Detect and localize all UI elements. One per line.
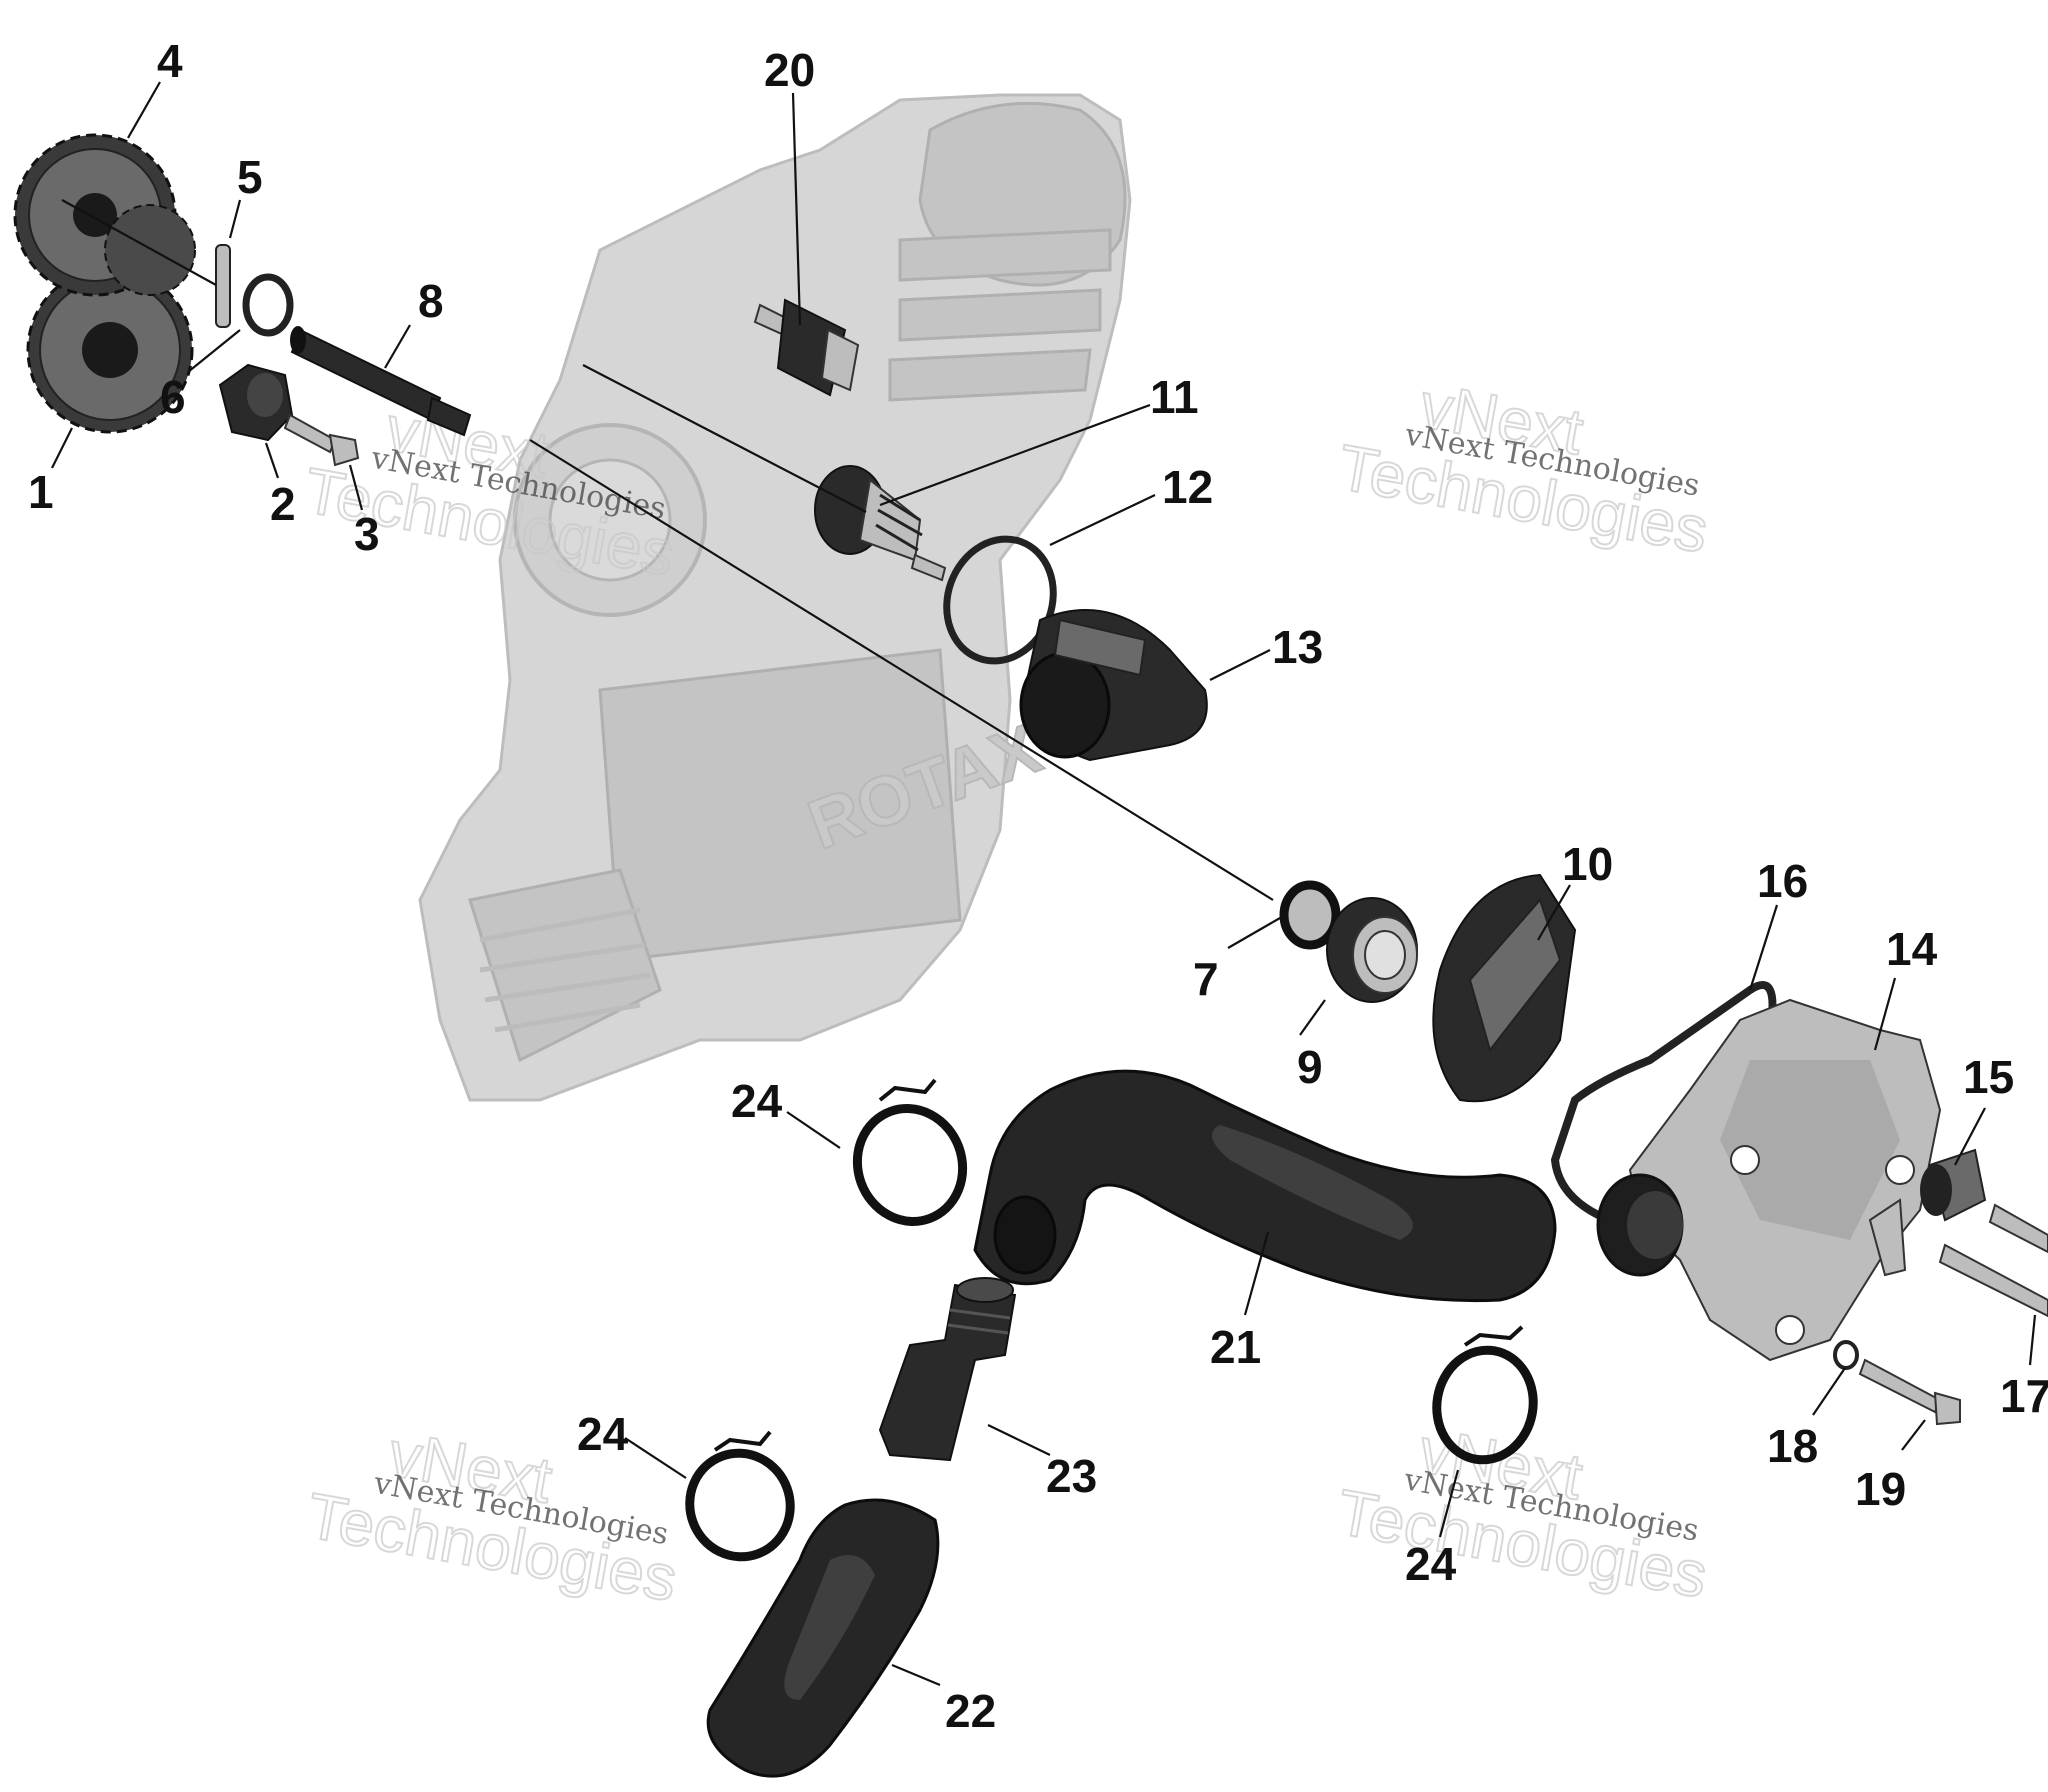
callout-19: 19 [1855, 1463, 1906, 1515]
thermostat-housing-13 [1019, 609, 1208, 762]
impeller-10 [1432, 873, 1577, 1103]
gear-4 [13, 133, 196, 297]
callout-2: 2 [270, 478, 296, 530]
callout-3: 3 [354, 508, 380, 560]
callout-9: 9 [1297, 1041, 1323, 1093]
callout-18: 18 [1767, 1420, 1818, 1472]
leader-lines [51, 81, 2037, 1687]
clamp-24-bottom-right [1432, 1325, 1538, 1465]
watermark-bottom-left: vNext Technologies vNext Technologies [301, 1416, 683, 1615]
callout-10: 10 [1562, 838, 1613, 890]
seal-9 [1326, 897, 1418, 1003]
callout-7: 7 [1193, 953, 1219, 1005]
bolt-3 [283, 413, 360, 467]
callout-23: 23 [1046, 1450, 1097, 1502]
pump-housing-14 [1596, 998, 1942, 1362]
callout-13: 13 [1272, 621, 1323, 673]
callout-8: 8 [418, 275, 444, 327]
callout-21: 21 [1210, 1321, 1261, 1373]
hose-21 [973, 1069, 1557, 1303]
nut-2 [218, 363, 294, 442]
sleeve-15 [1920, 1148, 1987, 1222]
clamp-24-top [852, 1078, 968, 1226]
pin-5 [215, 244, 231, 328]
callout-14: 14 [1886, 923, 1938, 975]
callout-15: 15 [1963, 1051, 2014, 1103]
washer-18 [1833, 1340, 1859, 1370]
callout-24-bottom-left: 24 [577, 1408, 629, 1460]
ring-7 [1279, 880, 1341, 950]
bolts-17 [1938, 1203, 2048, 1318]
callout-20: 20 [764, 44, 815, 96]
callout-24-top: 24 [731, 1075, 783, 1127]
callout-1: 1 [28, 466, 54, 518]
callout-16: 16 [1757, 855, 1808, 907]
clamp-24-bottom-left [685, 1430, 795, 1562]
bolt-19 [1858, 1358, 1961, 1426]
alignment-line-shaft [529, 439, 1274, 901]
sensor-20 [753, 298, 860, 397]
alignment-line-gear [61, 199, 217, 286]
washer-6 [242, 273, 294, 337]
shaft-8 [290, 326, 472, 437]
callout-22: 22 [945, 1685, 996, 1737]
callout-24-bottom-right: 24 [1405, 1538, 1457, 1590]
callout-6: 6 [160, 371, 186, 423]
callout-17: 17 [2000, 1370, 2048, 1422]
watermark-top-right: vNext Technologies vNext Technologies [1332, 368, 1714, 567]
callout-5: 5 [237, 151, 263, 203]
engine-block: ROTAX [418, 93, 1132, 1102]
alignment-line-thermostat [582, 364, 867, 513]
callout-12: 12 [1162, 461, 1213, 513]
fitting-23 [878, 1277, 1017, 1462]
callouts: 1 2 3 4 5 6 7 8 9 10 11 12 13 14 15 16 1… [28, 35, 2048, 1737]
hose-22 [706, 1498, 940, 1778]
thermostat-11 [814, 465, 947, 582]
callout-11: 11 [1150, 371, 1199, 423]
callout-4: 4 [157, 35, 183, 87]
